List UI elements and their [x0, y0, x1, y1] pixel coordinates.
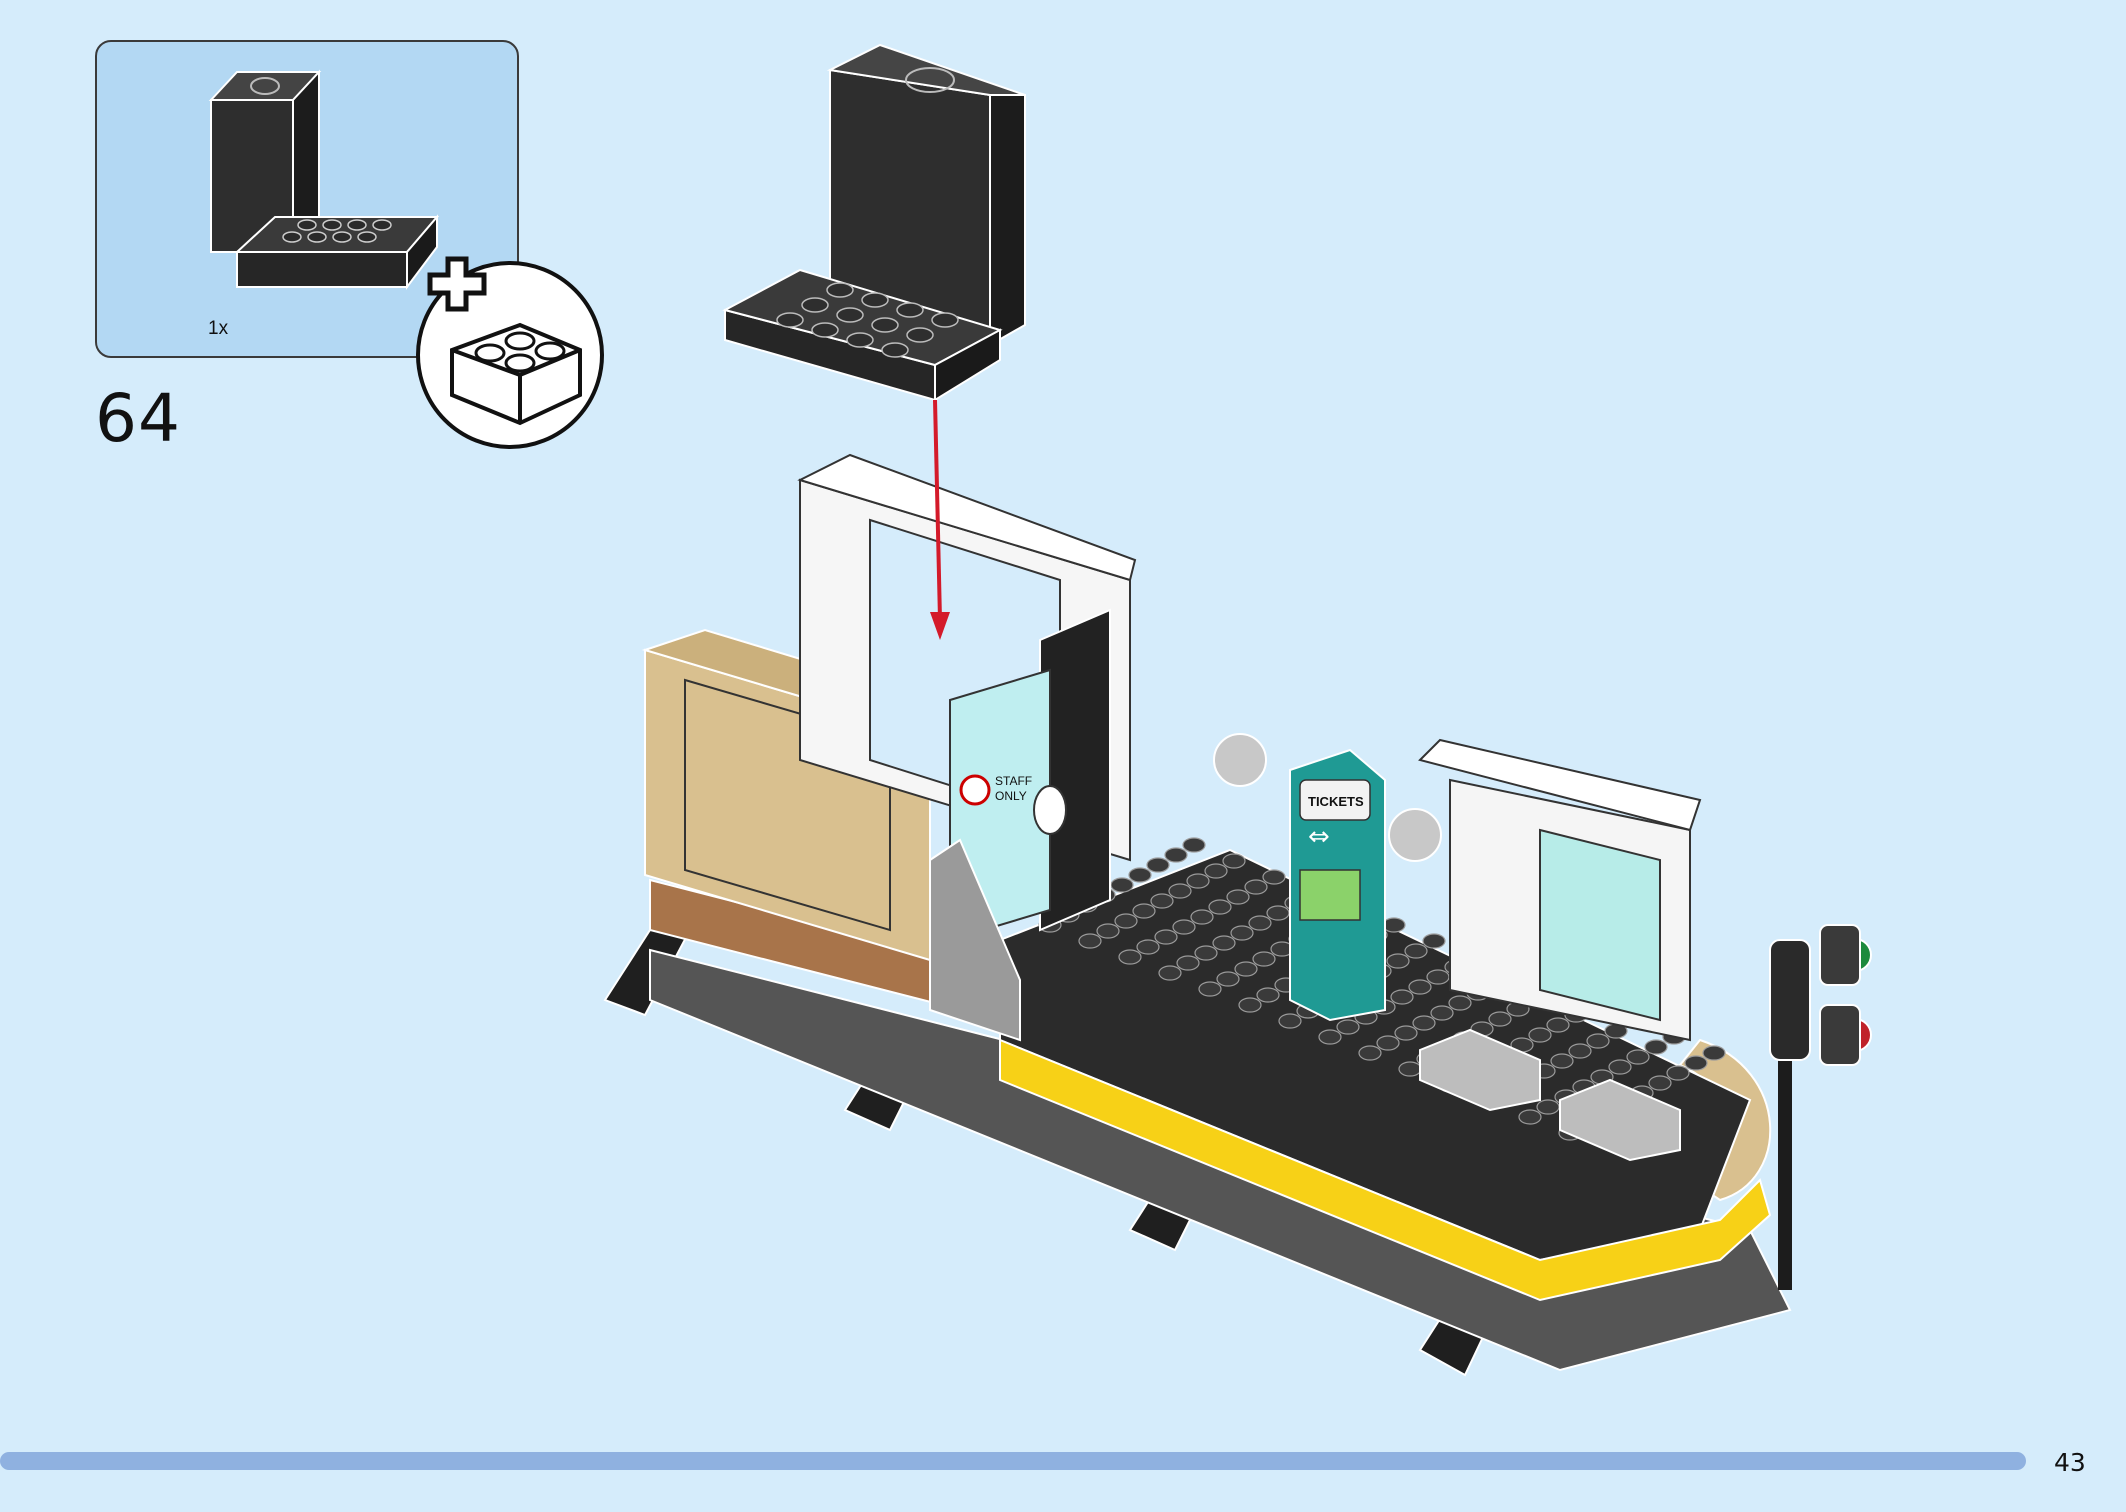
- staff-sign-line2: ONLY: [995, 789, 1027, 803]
- step-number: 64: [95, 380, 181, 457]
- tickets-label: TICKETS: [1308, 794, 1364, 809]
- progress-bar: [0, 1452, 2026, 1470]
- part-quantity: 1x: [208, 318, 229, 339]
- staff-sign-line1: STAFF: [995, 774, 1032, 788]
- parts-callout: [95, 40, 519, 358]
- placement-arrow: [933, 399, 942, 621]
- page-number: 43: [2054, 1448, 2086, 1477]
- black-brick-piece-icon: [208, 69, 440, 290]
- arrow-head-icon: [930, 612, 950, 640]
- plus-brick-icon: [416, 256, 604, 449]
- svg-text:⇔: ⇔: [1308, 822, 1330, 852]
